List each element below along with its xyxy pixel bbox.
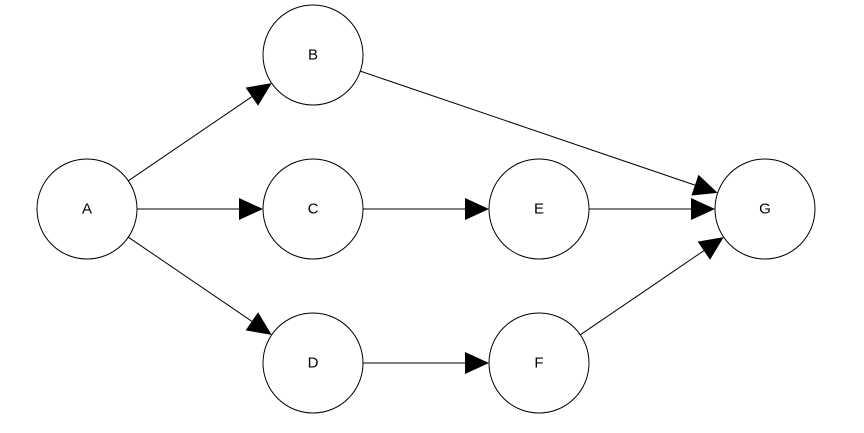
arrowhead-icon (239, 198, 263, 220)
edge-line (128, 236, 253, 322)
node-label: D (308, 355, 319, 372)
node-a: A (36, 158, 138, 260)
node-label: G (759, 201, 771, 218)
edge-a-to-b (128, 83, 272, 182)
node-label: E (534, 201, 544, 218)
nodes-layer: A B C D E F G (36, 4, 816, 414)
node-circle (262, 4, 364, 106)
node-d: D (262, 312, 364, 414)
node-e: E (488, 158, 590, 260)
node-circle (36, 158, 138, 260)
edge-a-to-d (128, 236, 272, 335)
node-label: A (82, 201, 92, 218)
edges-layer (128, 70, 724, 374)
arrowhead-icon (465, 352, 489, 374)
node-circle (262, 158, 364, 260)
node-label: F (534, 355, 543, 372)
node-circle (262, 312, 364, 414)
arrowhead-icon (697, 237, 724, 260)
node-f: F (488, 312, 590, 414)
arrowhead-icon (691, 174, 718, 196)
node-circle (488, 158, 590, 260)
node-c: C (262, 158, 364, 260)
node-g: G (714, 158, 816, 260)
node-circle (488, 312, 590, 414)
node-b: B (262, 4, 364, 106)
edge-a-to-c (137, 198, 263, 220)
edge-line (128, 96, 253, 182)
arrowhead-icon (691, 198, 715, 220)
edge-line (580, 250, 705, 336)
edge-d-to-f (363, 352, 489, 374)
edge-f-to-g (580, 237, 724, 336)
node-label: B (308, 47, 318, 64)
edge-e-to-g (589, 198, 715, 220)
arrowhead-icon (245, 83, 272, 106)
edge-b-to-g (360, 70, 718, 196)
edge-line (360, 70, 696, 186)
node-circle (714, 158, 816, 260)
node-label: C (308, 201, 319, 218)
arrowhead-icon (465, 198, 489, 220)
edge-c-to-e (363, 198, 489, 220)
arrowhead-icon (245, 312, 272, 335)
